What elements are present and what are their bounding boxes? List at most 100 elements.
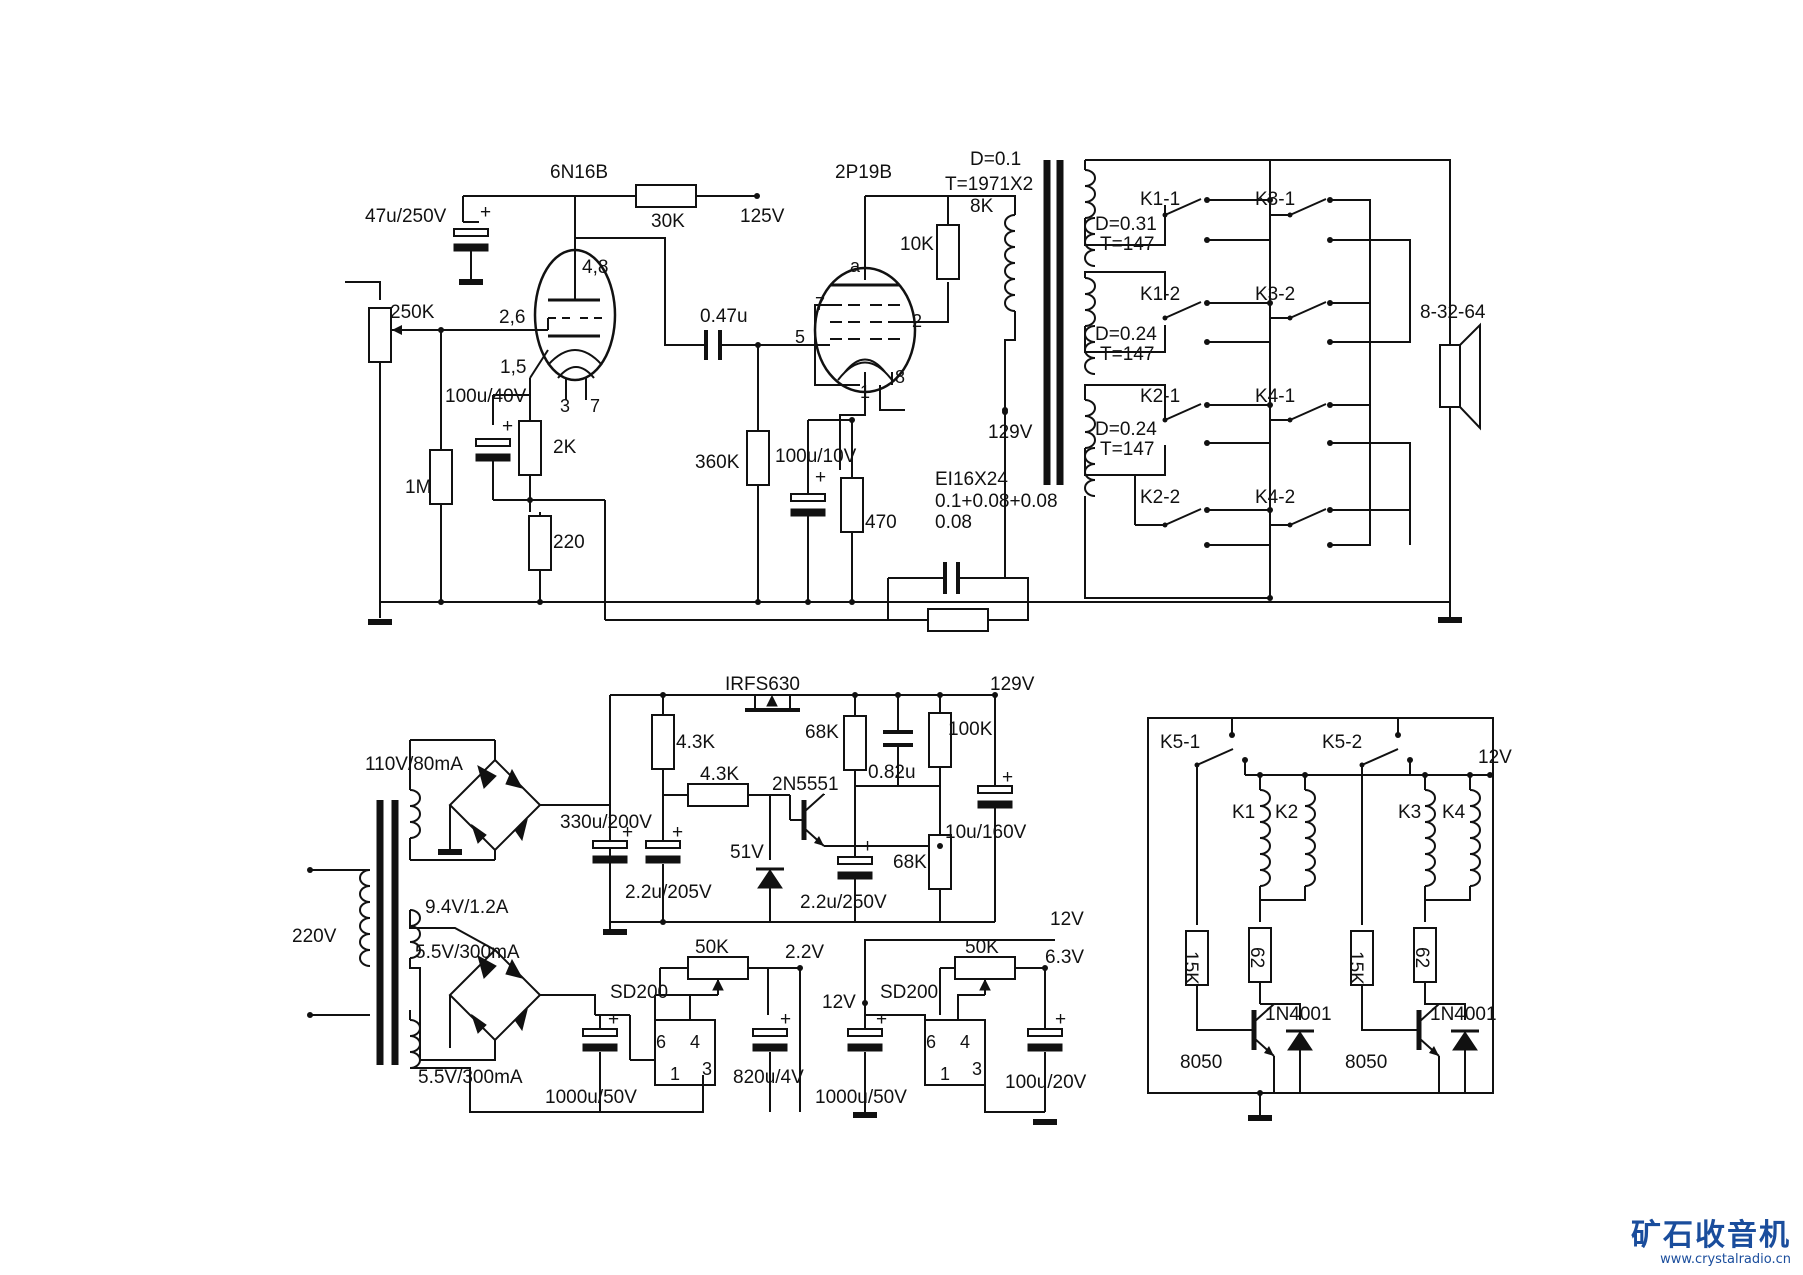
label-6n16b: 6N16B <box>550 162 608 183</box>
label-5-5v-300ma-a: 5.5V/300mA <box>415 942 520 963</box>
label-pin-7b: 7 <box>815 294 825 314</box>
label-5-5v-300ma-b: 5.5V/300mA <box>418 1067 523 1088</box>
label-100u-40v: 100u/40V <box>445 386 527 407</box>
label-plus-11: + <box>1055 1009 1066 1030</box>
label-0-82u: 0.82u <box>868 762 916 783</box>
label-plus: + <box>480 202 491 223</box>
label-125v: 125V <box>740 206 785 227</box>
label-0-08: 0.08 <box>935 512 972 533</box>
label-10u-160v: 10u/160V <box>945 822 1027 843</box>
label-k4-1: K4-1 <box>1255 386 1295 407</box>
label-pin-1: 1 <box>860 382 870 402</box>
label-ei16x24: EI16X24 <box>935 469 1008 490</box>
label-k5-2: K5-2 <box>1322 732 1362 753</box>
label-k1-1: K1-1 <box>1140 189 1180 210</box>
label-wire-gauges: 0.1+0.08+0.08 <box>935 491 1058 512</box>
label-12v-b: 12V <box>822 992 856 1013</box>
label-12v-c: 12V <box>1478 747 1512 768</box>
label-68k-a: 68K <box>805 722 839 743</box>
label-ot-t: T=1971X2 <box>945 174 1033 195</box>
label-62-b: 62 <box>1411 947 1432 968</box>
label-250k: 250K <box>390 302 435 323</box>
label-k2-1: K2-1 <box>1140 386 1180 407</box>
label-47u-250v: 47u/250V <box>365 206 447 227</box>
label-pins-4-8: 4,8 <box>582 257 608 278</box>
label-8050-b: 8050 <box>1345 1052 1387 1073</box>
label-plus-3: + <box>815 467 826 488</box>
labels: 6N16B 2P19B 47u/250V + 30K 125V 4,8 2,6 … <box>292 149 1512 1108</box>
label-pins-2-6: 2,6 <box>499 307 525 328</box>
label-k3-2: K3-2 <box>1255 284 1295 305</box>
label-sec2-t: T=147 <box>1100 344 1154 365</box>
label-1n4001-b: 1N4001 <box>1430 1004 1497 1025</box>
label-sec2-d: D=0.24 <box>1095 324 1157 345</box>
label-sec3-t: T=147 <box>1100 439 1154 460</box>
label-pins-1-5: 1,5 <box>500 357 526 378</box>
label-100u-10v: 100u/10V <box>775 446 857 467</box>
label-1m: 1M <box>405 477 431 498</box>
label-1n4001-a: 1N4001 <box>1265 1004 1332 1025</box>
label-plus-9: + <box>780 1009 791 1030</box>
label-sd200-b: SD200 <box>880 982 938 1003</box>
label-4-3k-b: 4.3K <box>700 764 739 785</box>
label-sd-b-pin-6: 6 <box>926 1032 936 1052</box>
label-1000u-50v-b: 1000u/50V <box>815 1087 907 1108</box>
label-50k-b: 50K <box>965 937 999 958</box>
label-2-2v: 2.2V <box>785 942 824 963</box>
label-sd-a-pin-3: 3 <box>702 1059 712 1079</box>
label-pin-8: 8 <box>895 367 905 387</box>
label-sd200-a: SD200 <box>610 982 668 1003</box>
label-plus-6: + <box>862 836 873 857</box>
label-pin-a: a <box>850 256 861 276</box>
label-12v-a: 12V <box>1050 909 1084 930</box>
label-110v-80ma: 110V/80mA <box>365 754 463 775</box>
label-plus-8: + <box>608 1009 619 1030</box>
watermark-title: 矿石收音机 <box>1631 1218 1791 1253</box>
label-2p19b: 2P19B <box>835 162 892 183</box>
label-470: 470 <box>865 512 897 533</box>
label-50k-a: 50K <box>695 937 729 958</box>
label-9-4v-1-2a: 9.4V/1.2A <box>425 897 509 918</box>
label-8050-a: 8050 <box>1180 1052 1222 1073</box>
label-k3-1: K3-1 <box>1255 189 1295 210</box>
label-62-a: 62 <box>1246 947 1267 968</box>
label-2-2u-250v: 2.2u/250V <box>800 892 887 913</box>
label-relay-k2: K2 <box>1275 802 1298 823</box>
label-k2-2: K2-2 <box>1140 487 1180 508</box>
label-100k: 100K <box>948 719 993 740</box>
label-2k: 2K <box>553 437 577 458</box>
label-pin-3: 3 <box>560 396 570 416</box>
label-4-3k-a: 4.3K <box>676 732 715 753</box>
label-2n5551: 2N5551 <box>772 774 839 795</box>
label-0-47u: 0.47u <box>700 306 748 327</box>
label-relay-k4: K4 <box>1442 802 1466 823</box>
label-360k: 360K <box>695 452 740 473</box>
label-sd-b-pin-4: 4 <box>960 1032 970 1052</box>
amplifier-section <box>345 159 1481 632</box>
label-129v-b: 129V <box>990 674 1035 695</box>
label-220v: 220V <box>292 926 337 947</box>
label-plus-7: + <box>1002 767 1013 788</box>
label-pin-2: 2 <box>912 311 922 331</box>
label-2-2u-205v: 2.2u/205V <box>625 882 712 903</box>
site-watermark: 矿石收音机 www.crystalradio.cn <box>1631 1210 1791 1267</box>
label-sd-a-pin-4: 4 <box>690 1032 700 1052</box>
watermark-url: www.crystalradio.cn <box>1660 1252 1791 1267</box>
label-6-3v: 6.3V <box>1045 947 1084 968</box>
power-supply-section <box>307 692 1063 1125</box>
label-ot-8k: 8K <box>970 196 994 217</box>
label-1000u-50v-a: 1000u/50V <box>545 1087 637 1108</box>
label-sd-a-pin-6: 6 <box>656 1032 666 1052</box>
label-pin-5: 5 <box>795 327 805 347</box>
label-k5-1: K5-1 <box>1160 732 1200 753</box>
label-speaker-impedance: 8-32-64 <box>1420 302 1486 323</box>
label-820u-4v: 820u/4V <box>733 1067 804 1088</box>
label-relay-k3: K3 <box>1398 802 1421 823</box>
label-sec1-d: D=0.31 <box>1095 214 1157 235</box>
label-100u-20v: 100u/20V <box>1005 1072 1087 1093</box>
label-220: 220 <box>553 532 585 553</box>
label-15k-a: 15K <box>1180 951 1201 985</box>
label-plus-5: + <box>672 822 683 843</box>
label-plus-10: + <box>876 1009 887 1030</box>
